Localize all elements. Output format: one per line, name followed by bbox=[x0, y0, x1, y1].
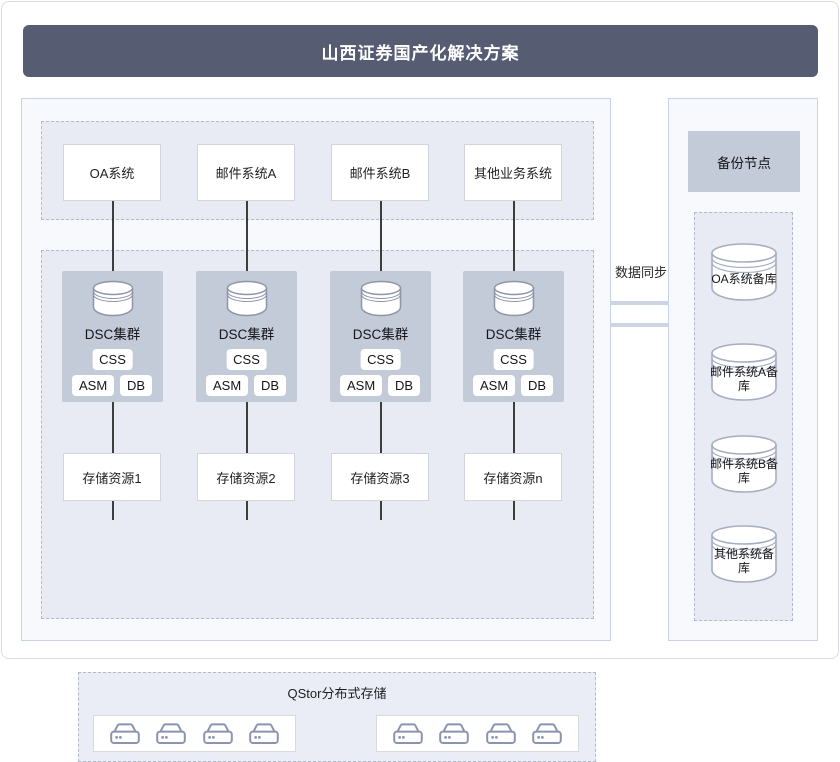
backup-database: 邮件系统B备库 bbox=[710, 433, 778, 495]
backup-database-label: 其他系统备库 bbox=[713, 547, 774, 575]
storage-drive-icon bbox=[532, 722, 563, 744]
primary-cluster-panel: QStor分布式存储 OA系统 bbox=[21, 98, 611, 762]
system-node: OA系统 bbox=[63, 144, 161, 201]
connector-line bbox=[112, 402, 114, 453]
dsc-cluster-label: DSC集群 bbox=[218, 327, 275, 342]
backup-database: OA系统备库 bbox=[710, 241, 778, 303]
cluster-column: 邮件系统A DSC集群 CSS ASM DB 存储资源2 bbox=[196, 99, 297, 640]
connector-line bbox=[380, 201, 382, 271]
connector-line bbox=[112, 501, 114, 520]
connector-line bbox=[112, 201, 114, 271]
dsc-cluster-node: DSC集群 CSS ASM DB bbox=[463, 271, 564, 402]
dsc-cluster-node: DSC集群 CSS ASM DB bbox=[196, 271, 297, 402]
dsc-cluster-label: DSC集群 bbox=[352, 327, 409, 342]
sync-link-line bbox=[611, 301, 668, 305]
storage-resource-node: 存储资源n bbox=[464, 453, 562, 501]
database-cylinder-icon bbox=[92, 280, 134, 317]
css-chip: CSS bbox=[493, 349, 534, 370]
connector-line bbox=[380, 501, 382, 520]
db-chip: DB bbox=[520, 375, 553, 396]
system-node: 其他业务系统 bbox=[464, 144, 562, 201]
connector-line bbox=[246, 501, 248, 520]
database-cylinder-icon bbox=[226, 280, 268, 317]
connector-line bbox=[246, 402, 248, 453]
db-chip: DB bbox=[253, 375, 286, 396]
storage-drive-icon bbox=[109, 722, 140, 744]
database-cylinder-icon bbox=[711, 435, 777, 493]
diagram-title: 山西证券国产化解决方案 bbox=[23, 25, 818, 77]
cluster-column: 邮件系统B DSC集群 CSS ASM DB 存储资源3 bbox=[330, 99, 431, 640]
connector-line bbox=[513, 501, 515, 520]
database-cylinder-icon bbox=[360, 280, 402, 317]
system-node: 邮件系统A bbox=[197, 144, 295, 201]
connector-line bbox=[513, 201, 515, 271]
data-sync-label: 数据同步 bbox=[614, 265, 667, 280]
db-chip: DB bbox=[387, 375, 420, 396]
database-cylinder-icon bbox=[711, 343, 777, 401]
backup-db-container: OA系统备库 邮件系统A备库 邮件系统B备库 其他系统备库 bbox=[694, 212, 793, 621]
css-chip: CSS bbox=[92, 349, 133, 370]
dsc-cluster-node: DSC集群 CSS ASM DB bbox=[330, 271, 431, 402]
disk-array bbox=[93, 715, 296, 752]
qstor-container: QStor分布式存储 bbox=[78, 672, 596, 762]
connector-line bbox=[246, 201, 248, 271]
database-cylinder-icon bbox=[711, 243, 777, 301]
storage-resource-node: 存储资源1 bbox=[63, 453, 161, 501]
cluster-column: 其他业务系统 DSC集群 CSS ASM DB 存储资源n bbox=[463, 99, 564, 640]
backup-database-label: 邮件系统A备库 bbox=[709, 365, 778, 393]
storage-drive-icon bbox=[249, 722, 280, 744]
backup-panel: 备份节点 OA系统备库 邮件系统A备库 邮件系统B备库 其他系统备库 bbox=[668, 98, 818, 641]
qstor-title: QStor分布式存储 bbox=[287, 686, 387, 701]
db-chip: DB bbox=[119, 375, 152, 396]
dsc-cluster-node: DSC集群 CSS ASM DB bbox=[62, 271, 163, 402]
storage-drive-icon bbox=[392, 722, 423, 744]
storage-drive-icon bbox=[485, 722, 516, 744]
backup-node-header: 备份节点 bbox=[688, 131, 800, 192]
connector-line bbox=[513, 402, 515, 453]
storage-resource-node: 存储资源3 bbox=[331, 453, 429, 501]
backup-database-label: OA系统备库 bbox=[711, 272, 777, 286]
backup-database-label: 邮件系统B备库 bbox=[709, 457, 778, 485]
asm-chip: ASM bbox=[473, 375, 516, 396]
disk-array bbox=[376, 715, 579, 752]
css-chip: CSS bbox=[226, 349, 267, 370]
system-node: 邮件系统B bbox=[331, 144, 429, 201]
asm-chip: ASM bbox=[340, 375, 383, 396]
dsc-cluster-label: DSC集群 bbox=[485, 327, 542, 342]
backup-database: 其他系统备库 bbox=[710, 523, 778, 585]
cluster-column: OA系统 DSC集群 CSS ASM DB 存储资源1 bbox=[62, 99, 163, 640]
connector-line bbox=[380, 402, 382, 453]
css-chip: CSS bbox=[360, 349, 401, 370]
database-cylinder-icon bbox=[493, 280, 535, 317]
backup-database: 邮件系统A备库 bbox=[710, 341, 778, 403]
asm-chip: ASM bbox=[206, 375, 249, 396]
database-cylinder-icon bbox=[711, 525, 777, 583]
dsc-cluster-label: DSC集群 bbox=[84, 327, 141, 342]
storage-resource-node: 存储资源2 bbox=[197, 453, 295, 501]
storage-drive-icon bbox=[156, 722, 186, 744]
asm-chip: ASM bbox=[72, 375, 115, 396]
storage-drive-icon bbox=[439, 722, 469, 744]
sync-link-line bbox=[611, 323, 668, 327]
storage-drive-icon bbox=[202, 722, 233, 744]
